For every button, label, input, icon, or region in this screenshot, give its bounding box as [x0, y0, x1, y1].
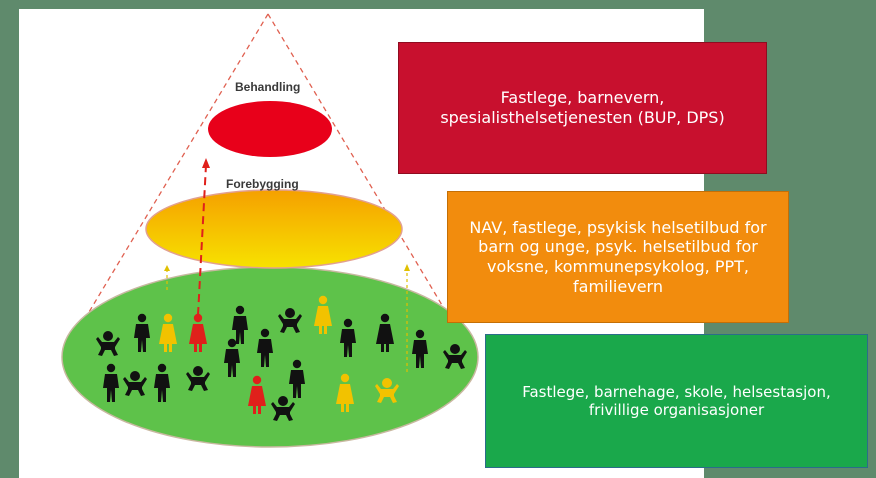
- middle-level-ellipse: [145, 189, 403, 269]
- dashed-arrow-icon: [164, 265, 170, 290]
- treatment-services-box: Fastlege, barnevern, spesialisthelsetjen…: [398, 42, 767, 174]
- prevention-services-box: NAV, fastlege, psykisk helsetilbud for b…: [447, 191, 789, 323]
- prevention-services-text: NAV, fastlege, psykisk helsetilbud for b…: [469, 217, 767, 296]
- dashed-arrow-icon: [404, 264, 410, 372]
- top-level-label: Behandling: [235, 80, 301, 94]
- treatment-services-text: Fastlege, barnevern, spesialisthelsetjen…: [440, 88, 725, 127]
- universal-services-text: Fastlege, barnehage, skole, helsestasjon…: [522, 382, 831, 419]
- middle-level-label: Forebygging: [226, 177, 299, 191]
- top-level-ellipse: [208, 101, 332, 157]
- bottom-level-ellipse: [61, 266, 479, 448]
- dashed-arrow-icon: [197, 158, 210, 316]
- universal-services-box: Fastlege, barnehage, skole, helsestasjon…: [485, 334, 868, 468]
